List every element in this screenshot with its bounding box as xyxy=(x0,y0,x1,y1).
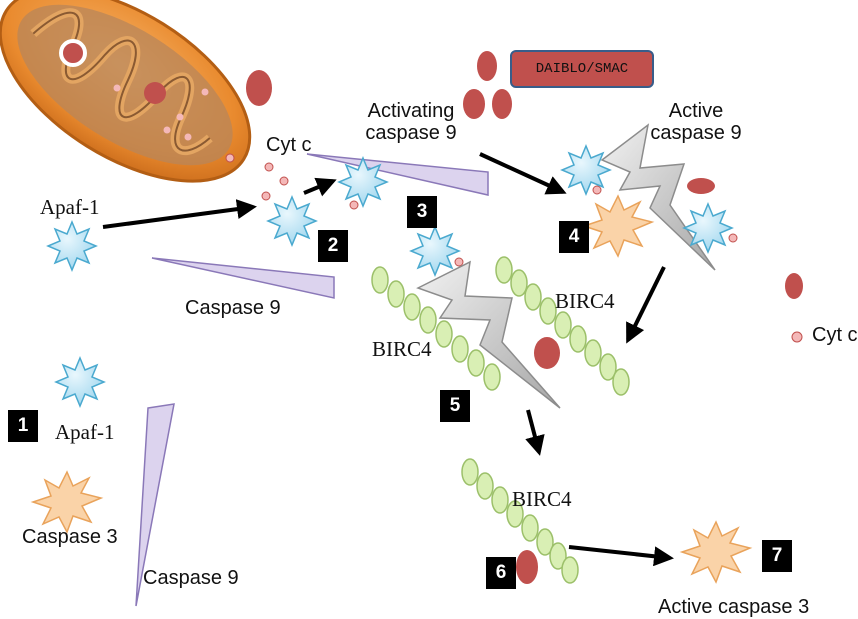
smac-oval xyxy=(246,70,272,106)
step-4-badge: 4 xyxy=(559,221,589,253)
active-caspase9-label: Active caspase 9 xyxy=(649,100,743,144)
step-5-badge: 5 xyxy=(440,390,470,422)
apaf1-star xyxy=(337,156,389,208)
caspase9-line: caspase 9 xyxy=(365,122,457,144)
birc4-label-left: BIRC4 xyxy=(372,337,432,361)
step-1-badge: 1 xyxy=(8,410,38,442)
active-caspase3-label: Active caspase 3 xyxy=(658,596,810,618)
apaf1-star xyxy=(682,202,734,254)
caspase9-legend-label: Caspase 9 xyxy=(143,567,239,589)
birc4-label-bottom: BIRC4 xyxy=(512,487,572,511)
activating-caspase9-label: Activating caspase 9 xyxy=(358,100,464,144)
cyt-c-dots xyxy=(261,162,803,343)
apaf1-star xyxy=(46,220,98,272)
caspase3-molecules xyxy=(30,194,753,584)
apaf1-legend-star xyxy=(54,356,106,408)
caspase3-legend-burst xyxy=(30,470,104,534)
apaf1-label: Apaf-1 xyxy=(40,195,100,219)
step-3-badge: 3 xyxy=(407,196,437,228)
apaf1-star xyxy=(409,225,461,277)
apaf1-star xyxy=(560,144,612,196)
daiblo-smac-box: DAIBLO/SMAC xyxy=(510,50,654,88)
cyt-c-legend-dot xyxy=(791,331,803,343)
apaf1-molecules xyxy=(46,144,734,408)
caspase9-shapes xyxy=(135,153,489,607)
caspase9-line: caspase 9 xyxy=(650,122,742,144)
step-6-badge: 6 xyxy=(486,557,516,589)
step-2-badge: 2 xyxy=(318,230,348,262)
mito-inner-dot xyxy=(59,39,87,67)
activating-line: Activating xyxy=(367,100,455,122)
active-line: Active xyxy=(668,100,724,122)
apaf1-star xyxy=(266,195,318,247)
caspase3-legend-label: Caspase 3 xyxy=(22,526,118,548)
apaf1-legend-label: Apaf-1 xyxy=(55,420,115,444)
smac-legend-oval xyxy=(785,273,803,299)
lightning-bolts xyxy=(416,123,716,409)
birc4-chains xyxy=(371,256,630,584)
birc4-label-right: BIRC4 xyxy=(555,289,615,313)
step-7-badge: 7 xyxy=(762,540,792,572)
caspase9-label: Caspase 9 xyxy=(185,297,281,319)
active-caspase3-burst xyxy=(679,520,753,584)
caspase3-burst xyxy=(581,194,655,258)
cyt-c-legend-label: Cyt c xyxy=(812,324,858,346)
arrows xyxy=(102,152,674,567)
mitochondrion xyxy=(0,0,252,183)
cyt-c-label: Cyt c xyxy=(266,134,312,156)
